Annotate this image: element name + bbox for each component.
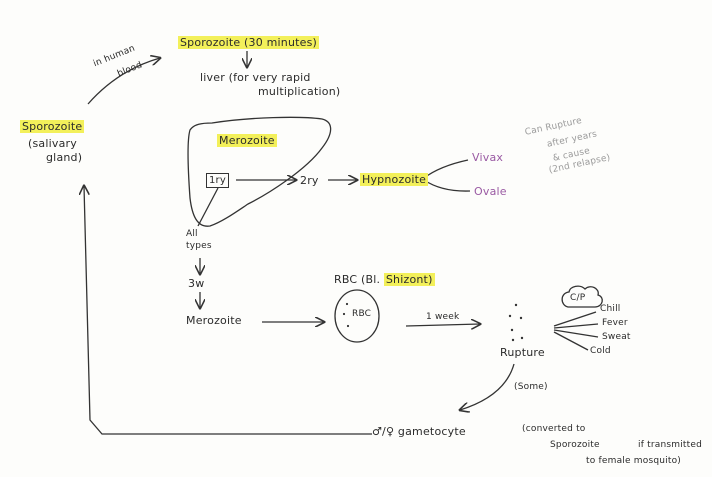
salivary-label-2: gland): [46, 151, 83, 164]
liver-outline: [187, 116, 332, 227]
primary-box: 1ry: [206, 173, 229, 188]
fever-label: Fever: [602, 318, 628, 328]
arrow-some: [460, 363, 515, 410]
all-types-label-2: types: [186, 241, 212, 251]
fan-sweat: [553, 329, 599, 338]
vivax-label: Vivax: [472, 151, 504, 164]
liver-label-1: liver (for very rapid: [200, 71, 311, 84]
link-box-all-types: [197, 187, 219, 227]
cold-label: Cold: [590, 346, 611, 356]
sweat-label: Sweat: [602, 332, 631, 342]
arrow-1-week: [405, 324, 480, 326]
rbc-title-highlight: Shizont): [383, 273, 435, 286]
fan-fever: [553, 323, 599, 329]
rupture-dots: [508, 303, 524, 342]
rbc-title-label: RBC (Bl. Shizont): [334, 273, 435, 286]
rupture-label: Rupture: [500, 346, 545, 359]
hypnozoite-label: Hypnozoite: [360, 173, 429, 186]
all-types-label-1: All: [186, 229, 198, 239]
rbc-inner-label: RBC: [352, 309, 372, 319]
fan-cold: [553, 331, 589, 351]
converted-label-1: (converted to: [522, 424, 586, 434]
chill-label: Chill: [600, 304, 621, 314]
liver-label-2: multiplication): [258, 85, 341, 98]
sporozoite-30min-label: Sporozoite (30 minutes): [178, 36, 320, 49]
cp-label: C/P: [570, 293, 586, 303]
ovale-label: Ovale: [474, 185, 507, 198]
salivary-label-1: (salivary: [28, 137, 77, 150]
arrow-to-sporozoite-top: [87, 58, 160, 105]
secondary-label: 2ry: [300, 174, 319, 187]
converted-label-4: to female mosquito): [586, 456, 682, 466]
fan-chill: [553, 311, 597, 327]
rbc-circle: [334, 289, 380, 343]
converted-label-2: Sporozoite: [550, 440, 600, 450]
some-label: (Some): [514, 382, 548, 392]
sporozoite-left-label: Sporozoite: [20, 120, 85, 133]
rbc-title-prefix: RBC (Bl.: [334, 273, 381, 286]
merozoite-liver-label: Merozoite: [217, 134, 277, 147]
gametocyte-label: ♂/♀ gametocyte: [372, 425, 466, 438]
rbc-dots: [342, 302, 350, 328]
arrow-cycle-return: [84, 186, 372, 435]
fork-ovale: [423, 179, 471, 192]
hypnozoite-text: Hypnozoite: [360, 173, 429, 186]
merozoite-liver-text: Merozoite: [217, 134, 277, 147]
sporozoite-left-text: Sporozoite: [20, 120, 85, 133]
cp-cloud: [561, 285, 603, 308]
sporozoite-30min-text: Sporozoite (30 minutes): [178, 36, 320, 49]
converted-label-3: if transmitted: [638, 440, 703, 450]
three-weeks-label: 3w: [188, 277, 205, 290]
merozoite-blood-label: Merozoite: [186, 314, 242, 327]
fork-vivax: [423, 159, 469, 179]
one-week-label: 1 week: [426, 312, 460, 322]
